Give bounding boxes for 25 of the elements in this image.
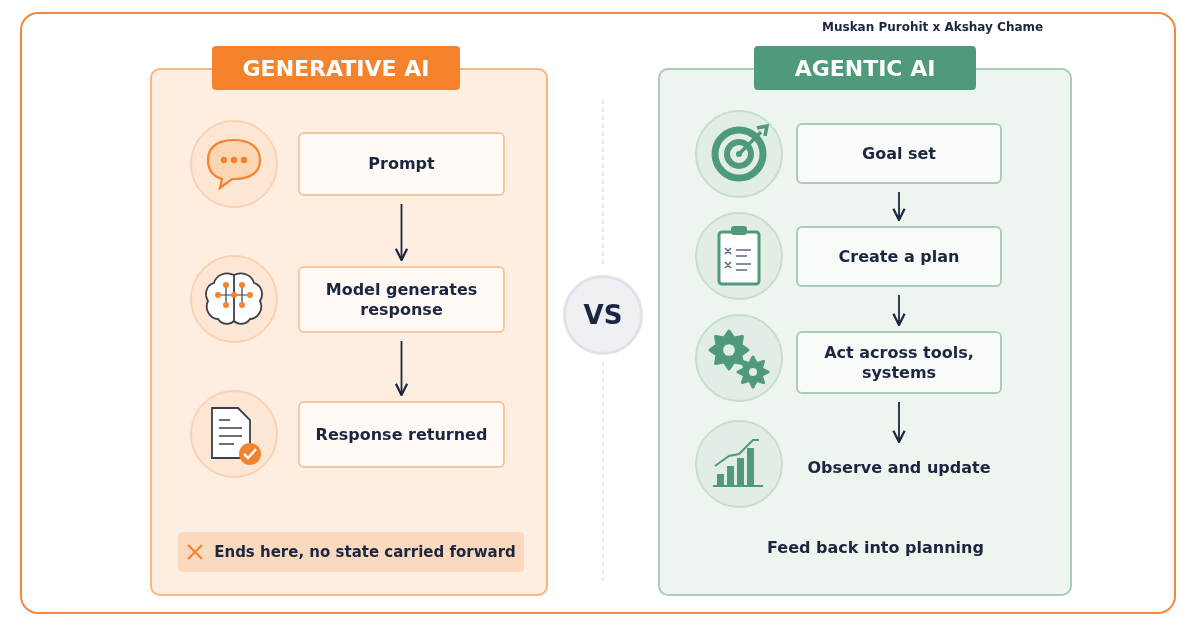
step-text: Create a plan	[837, 246, 961, 267]
step-text: Model generates response	[324, 279, 479, 320]
arrow	[892, 401, 906, 444]
step-box	[796, 123, 1002, 184]
step-text: Response returned	[314, 424, 489, 445]
step-text: Ends here, no state carried forward	[214, 542, 516, 562]
step-box	[796, 331, 1002, 394]
step-text: Observe and update	[806, 458, 992, 478]
arrow	[394, 340, 409, 397]
step-box	[298, 401, 505, 468]
step-box	[298, 266, 505, 333]
panel-title: AGENTIC AI	[754, 46, 976, 90]
step-text: Prompt	[367, 154, 436, 174]
arrow	[892, 294, 906, 327]
step-box	[298, 132, 505, 196]
note-band	[178, 532, 524, 572]
step-box	[796, 226, 1002, 287]
credit-text: Muskan Purohit x Akshay Chame	[822, 20, 1044, 34]
step-text: Goal set	[861, 143, 937, 164]
arrow	[394, 203, 409, 262]
vs-label: VS	[583, 298, 623, 332]
panel-title: GENERATIVE AI	[212, 46, 460, 90]
step-text: Act across tools, systems	[823, 342, 975, 383]
arrow	[892, 191, 906, 222]
note-text: Feed back into planning	[767, 538, 984, 557]
